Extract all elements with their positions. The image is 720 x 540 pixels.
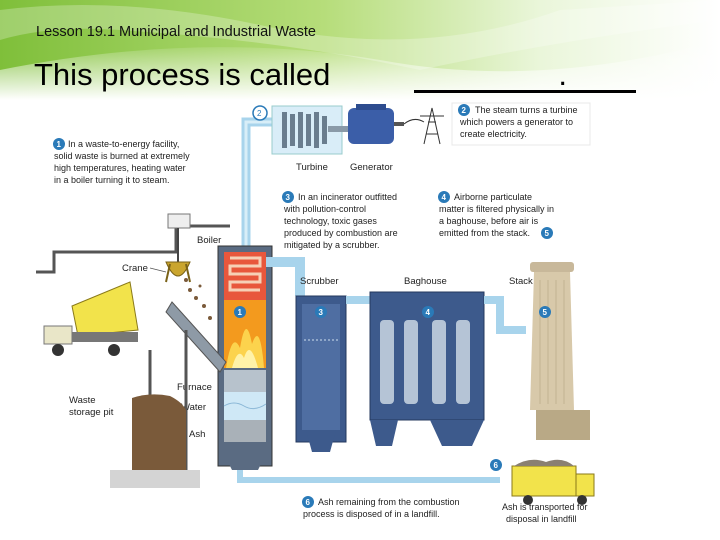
svg-text:mitigated by a scrubber.: mitigated by a scrubber. bbox=[284, 240, 380, 250]
svg-text:3: 3 bbox=[319, 308, 324, 317]
svg-text:in a boiler turning it to stea: in a boiler turning it to steam. bbox=[54, 175, 170, 185]
svg-text:matter is filtered physically: matter is filtered physically in bbox=[439, 204, 554, 214]
svg-text:1: 1 bbox=[57, 140, 62, 149]
marker-3: 3 bbox=[315, 306, 327, 318]
waste-pit-label-2: storage pit bbox=[69, 407, 114, 418]
svg-text:In a waste-to-energy facility,: In a waste-to-energy facility, bbox=[68, 139, 179, 149]
svg-text:Ash remaining from the combust: Ash remaining from the combustion bbox=[318, 497, 460, 507]
svg-text:2: 2 bbox=[257, 109, 262, 118]
ash-label: Ash bbox=[189, 429, 205, 440]
marker-4: 4 bbox=[422, 306, 434, 318]
svg-text:high temperatures, heating wat: high temperatures, heating water bbox=[54, 163, 186, 173]
svg-text:1: 1 bbox=[238, 308, 243, 317]
waste-pit-label-1: Waste bbox=[69, 395, 96, 406]
svg-text:6: 6 bbox=[306, 498, 311, 507]
svg-text:4: 4 bbox=[442, 193, 447, 202]
svg-text:2: 2 bbox=[462, 106, 467, 115]
furnace-label: Furnace bbox=[177, 382, 212, 393]
svg-text:produced by combustion are: produced by combustion are bbox=[284, 228, 398, 238]
step-2-caption: 2 The steam turns a turbine which powers… bbox=[452, 103, 590, 145]
turbine-label: Turbine bbox=[296, 162, 328, 173]
svg-text:In an incinerator outfitted: In an incinerator outfitted bbox=[298, 192, 397, 202]
marker-2: 2 bbox=[253, 106, 267, 120]
svg-text:4: 4 bbox=[426, 308, 431, 317]
svg-text:create electricity.: create electricity. bbox=[460, 129, 527, 139]
svg-text:technology, toxic gases: technology, toxic gases bbox=[284, 216, 377, 226]
turbine bbox=[272, 106, 350, 154]
svg-text:which powers a generator to: which powers a generator to bbox=[459, 117, 573, 127]
stack-label: Stack bbox=[509, 276, 533, 287]
svg-text:5: 5 bbox=[545, 229, 550, 238]
svg-text:5: 5 bbox=[543, 308, 548, 317]
scrubber bbox=[296, 296, 346, 452]
marker-6: 6 bbox=[490, 459, 502, 471]
truck-caption-1: Ash is transported for bbox=[502, 502, 588, 512]
boiler-furnace bbox=[218, 246, 272, 470]
marker-5: 5 bbox=[539, 306, 551, 318]
svg-text:with pollution-control: with pollution-control bbox=[283, 204, 366, 214]
svg-text:a baghouse, before air is: a baghouse, before air is bbox=[439, 216, 539, 226]
scrubber-label: Scrubber bbox=[300, 276, 339, 287]
truck-caption-2: disposal in landfill bbox=[506, 514, 577, 524]
svg-text:The steam turns a turbine: The steam turns a turbine bbox=[475, 105, 578, 115]
crane-label: Crane bbox=[122, 263, 148, 274]
svg-text:6: 6 bbox=[494, 461, 499, 470]
baghouse-label: Baghouse bbox=[404, 276, 447, 287]
boiler-label: Boiler bbox=[197, 235, 221, 246]
svg-text:3: 3 bbox=[286, 193, 291, 202]
svg-text:solid waste is burned at extre: solid waste is burned at extremely bbox=[54, 151, 190, 161]
generator-label: Generator bbox=[350, 162, 393, 173]
svg-text:emitted from the stack.: emitted from the stack. bbox=[439, 228, 530, 238]
marker-1: 1 bbox=[234, 306, 246, 318]
svg-text:process is disposed of in a la: process is disposed of in a landfill. bbox=[303, 509, 440, 519]
svg-text:Airborne particulate: Airborne particulate bbox=[454, 192, 532, 202]
